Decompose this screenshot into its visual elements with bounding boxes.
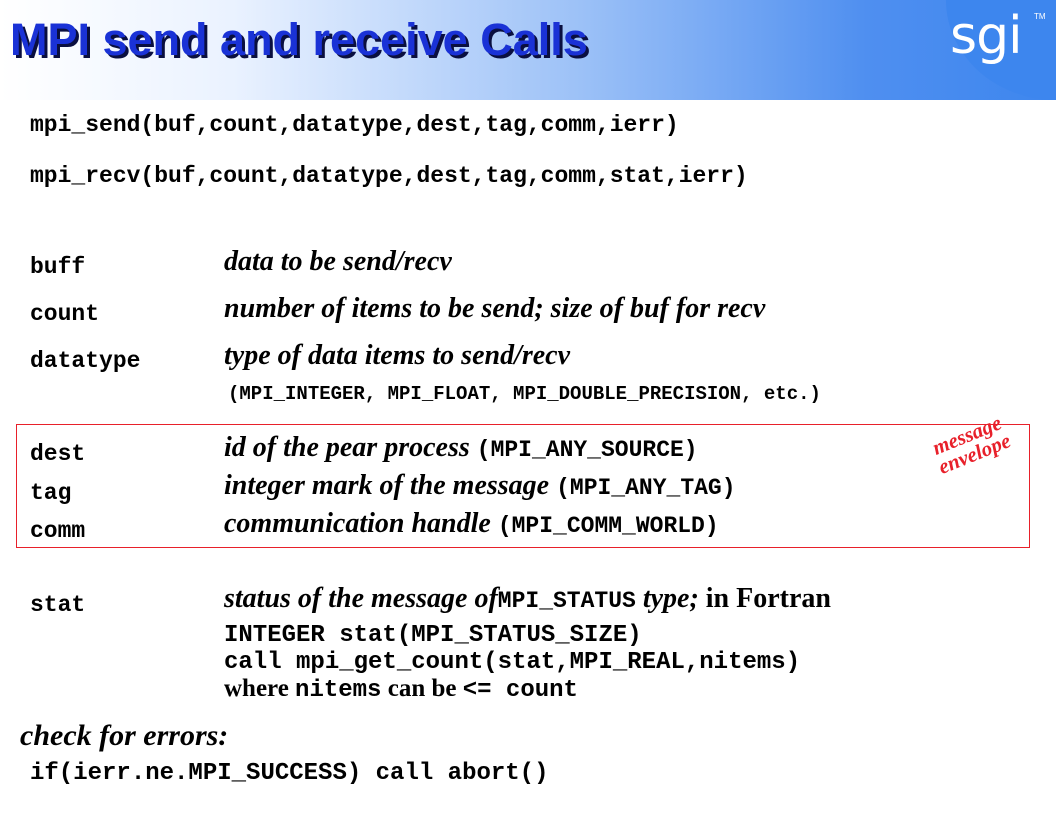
param-name-tag: tag [30,480,72,506]
datatype-examples: (MPI_INTEGER, MPI_FLOAT, MPI_DOUBLE_PREC… [228,383,821,405]
param-desc-dest: id of the pear process (MPI_ANY_SOURCE) [224,432,698,464]
param-desc-count: number of items to be send; size of buf … [224,293,766,324]
dest-default: (MPI_ANY_SOURCE) [476,437,698,463]
stat-line-2: call mpi_get_count(stat,MPI_REAL,nitems) [224,649,801,676]
stat-line3-cmp: <= count [462,677,578,704]
stat-desc-text: status of the message of [224,583,498,614]
stat-line3-can: can be [387,675,457,702]
stat-line3-where: where [224,675,289,702]
param-name-comm: comm [30,518,86,544]
send-signature: mpi_send(buf,count,datatype,dest,tag,com… [30,112,679,138]
errors-heading: check for errors: [20,719,229,752]
stat-line-3: where nitems can be <= count [224,675,578,704]
param-desc-datatype: type of data items to send/recv [224,340,571,371]
param-name-stat: stat [30,592,86,618]
trademark-mark: TM [1034,12,1046,21]
dest-desc-text: id of the pear process [224,432,470,463]
comm-desc-text: communication handle [224,508,491,539]
tag-default: (MPI_ANY_TAG) [556,475,736,501]
stat-line-1: INTEGER stat(MPI_STATUS_SIZE) [224,622,642,649]
tag-desc-text: integer mark of the message [224,470,550,501]
recv-signature: mpi_recv(buf,count,datatype,dest,tag,com… [30,163,748,189]
sgi-logo: sgi [950,6,1023,66]
param-desc-comm: communication handle (MPI_COMM_WORLD) [224,508,719,540]
param-name-buff: buff [30,254,86,280]
param-desc-tag: integer mark of the message (MPI_ANY_TAG… [224,470,736,502]
stat-type-name: MPI_STATUS [497,588,636,614]
param-name-datatype: datatype [30,348,141,374]
errors-code: if(ierr.ne.MPI_SUCCESS) call abort() [30,760,549,787]
message-envelope-box [16,424,1030,548]
param-desc-buff: data to be send/recv [224,246,452,277]
param-name-dest: dest [30,441,86,467]
stat-line3-var: nitems [295,677,382,704]
stat-desc-after: type; [642,583,699,614]
comm-default: (MPI_COMM_WORLD) [497,513,719,539]
stat-fortran: in Fortran [705,583,831,614]
param-desc-stat: status of the message ofMPI_STATUS type;… [224,583,831,615]
param-name-count: count [30,301,100,327]
title-banner [0,0,1056,100]
slide-title: MPI send and receive Calls [10,14,588,65]
